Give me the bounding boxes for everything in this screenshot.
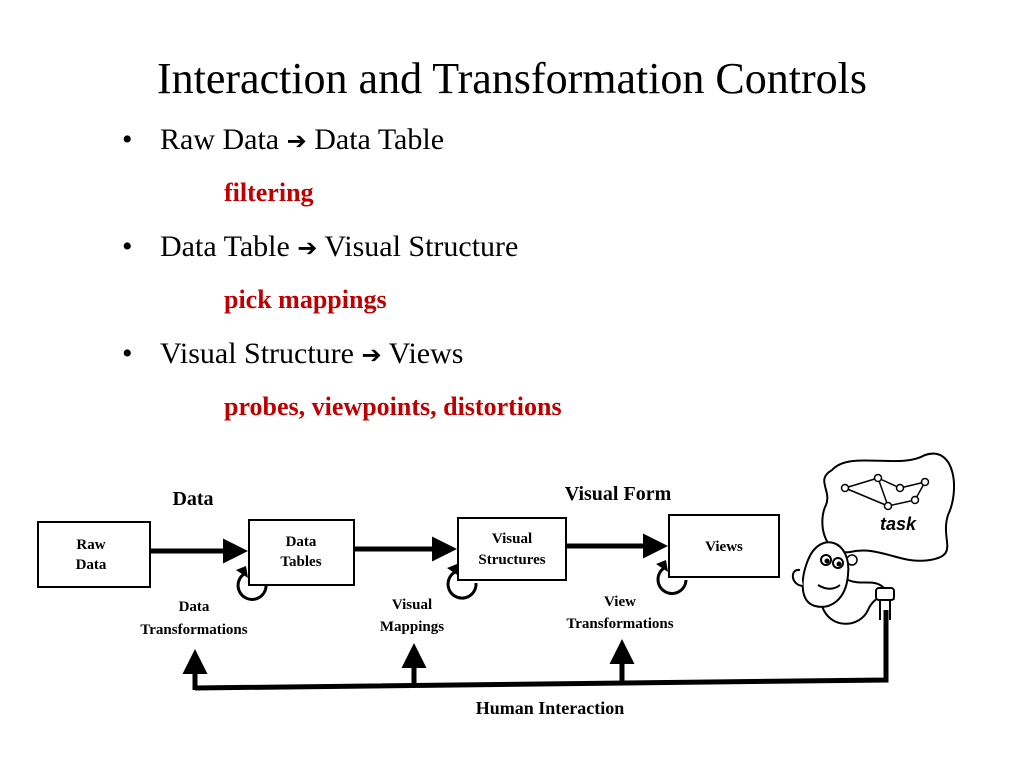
label-data-transformations-line2: Transformations <box>140 622 247 638</box>
bullet-dot-icon: • <box>122 230 133 263</box>
reference-model-diagram: Data Visual Form Raw Data Data Tables Vi… <box>37 452 955 718</box>
label-task: task <box>880 514 917 534</box>
loop-arrowhead-icon <box>656 560 668 572</box>
box-views-label: Views <box>705 539 743 555</box>
loop-arrowhead-icon <box>447 564 459 576</box>
bullet-item-raw-data: • Raw Data ➔ Data Table <box>122 120 444 161</box>
loop-arrow-icon <box>446 570 478 600</box>
slide-title: Interaction and Transformation Controls <box>156 54 867 103</box>
bullet-from: Data Table <box>160 230 290 263</box>
right-arrow-icon: ➔ <box>297 234 318 262</box>
loop-arrow-icon <box>236 572 268 601</box>
right-arrow-icon: ➔ <box>286 127 307 155</box>
bullet-detail-filtering: filtering <box>224 178 314 207</box>
loop-arrow-icon <box>656 566 688 595</box>
box-raw-data-line2: Data <box>76 557 107 573</box>
box-raw-data: Raw Data <box>37 521 151 588</box>
bullet-item-visual-structure: • Visual Structure ➔ Views <box>122 334 463 375</box>
heading-data: Data <box>172 488 213 510</box>
box-visual-structures-line2: Structures <box>478 552 545 568</box>
box-data-tables-line2: Tables <box>280 554 321 570</box>
bullet-item-data-table: • Data Table ➔ Visual Structure <box>122 227 518 268</box>
bullet-dot-icon: • <box>122 337 133 370</box>
box-data-tables-line1: Data <box>286 534 317 550</box>
bullet-to: Views <box>388 337 464 370</box>
bullet-detail-pick-mappings: pick mappings <box>224 285 387 314</box>
user-figure-icon <box>791 541 895 625</box>
label-visual-mappings-line1: Visual <box>392 597 432 613</box>
box-views: Views <box>668 514 780 578</box>
label-visual-mappings-line2: Mappings <box>380 619 444 635</box>
bullet-from: Raw Data <box>160 123 280 156</box>
box-visual-structures-line1: Visual <box>492 531 532 547</box>
label-data-transformations-line1: Data <box>179 599 210 615</box>
box-data-tables: Data Tables <box>248 519 355 586</box>
bullet-to: Data Table <box>314 123 445 156</box>
label-view-transformations-line1: View <box>604 594 636 610</box>
bullet-dot-icon: • <box>122 123 133 156</box>
loop-arrowhead-icon <box>236 566 248 578</box>
box-visual-structures: Visual Structures <box>457 517 567 581</box>
label-view-transformations-line2: Transformations <box>566 616 673 632</box>
bullet-from: Visual Structure <box>160 337 354 370</box>
human-interaction-line <box>194 610 889 691</box>
bullet-detail-probes: probes, viewpoints, distortions <box>224 392 562 421</box>
bullet-to: Visual Structure <box>324 230 519 263</box>
box-raw-data-line1: Raw <box>76 537 105 553</box>
right-arrow-icon: ➔ <box>361 341 382 369</box>
label-human-interaction: Human Interaction <box>476 698 625 718</box>
heading-visual-form: Visual Form <box>565 483 672 505</box>
